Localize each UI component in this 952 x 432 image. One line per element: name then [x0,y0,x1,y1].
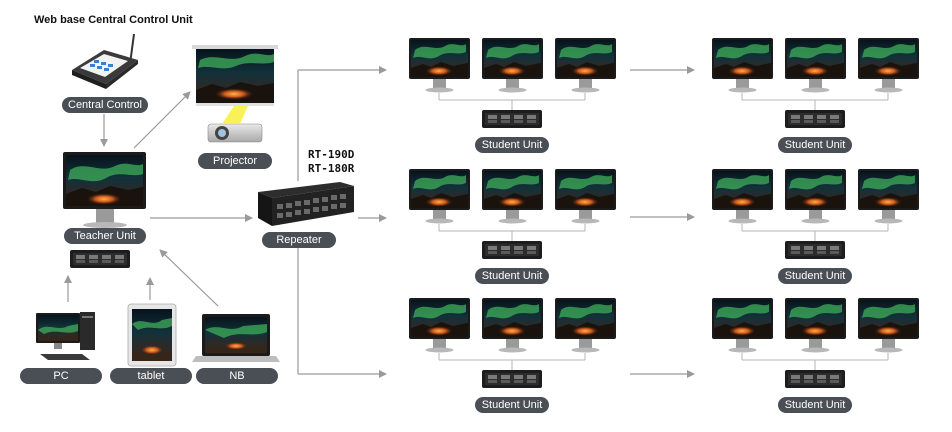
student-monitor [555,298,616,353]
student-unit-box [482,370,542,388]
student-monitor [409,38,470,93]
student-monitor [712,298,773,353]
student-unit-box [785,370,845,388]
model-line-1: RT-190D [308,148,355,161]
student-monitor [712,169,773,224]
repeater-label: Repeater [262,232,336,248]
student-group [712,169,919,259]
left-arrows [64,91,253,307]
student-monitor [409,169,470,224]
student-group [712,38,919,128]
teacher-unit-label: Teacher Unit [64,228,146,244]
nb-device [192,314,280,362]
teacher-unit-box [70,250,130,268]
model-line-2: RT-180R [308,162,355,175]
nb-label: NB [196,368,278,384]
pc-device [36,312,95,360]
tablet-label: tablet [110,368,192,384]
tablet-device [127,303,177,367]
pc-label: PC [20,368,102,384]
student-monitor [785,298,846,353]
student-group [409,169,616,259]
diagram-title: Web base Central Control Unit [34,14,193,26]
arrow-teacher-to-projector [133,91,191,149]
teacher-monitor [63,152,146,228]
central-control-device [72,33,138,89]
repeater-device [258,182,354,226]
student-monitor [785,38,846,93]
student-unit-box [785,110,845,128]
student-unit-label: Student Unit [475,397,549,413]
student-unit-label: Student Unit [778,137,852,153]
student-monitor [409,298,470,353]
student-group [409,298,616,388]
student-monitor [858,298,919,353]
student-unit-box [785,241,845,259]
model-numbers: RT-190D RT-180R [308,148,354,176]
student-unit-label: Student Unit [475,268,549,284]
projector-device [192,45,278,143]
student-monitor [712,38,773,93]
repeater-distribution [297,66,387,378]
student-monitor [482,38,543,93]
student-unit-label: Student Unit [778,268,852,284]
student-group [712,298,919,388]
student-group [409,38,616,128]
arrow-nb-to-teacher-unit [159,249,219,307]
student-monitor [555,169,616,224]
student-unit-box [482,110,542,128]
student-unit-label: Student Unit [475,137,549,153]
student-monitor [482,298,543,353]
student-monitor [858,169,919,224]
central-control-label: Central Control [62,97,148,113]
student-monitor [858,38,919,93]
projector-label: Projector [198,153,272,169]
group-arrows [630,66,695,378]
student-unit-box [482,241,542,259]
student-monitor [482,169,543,224]
student-unit-label: Student Unit [778,397,852,413]
student-monitor [555,38,616,93]
student-monitor [785,169,846,224]
